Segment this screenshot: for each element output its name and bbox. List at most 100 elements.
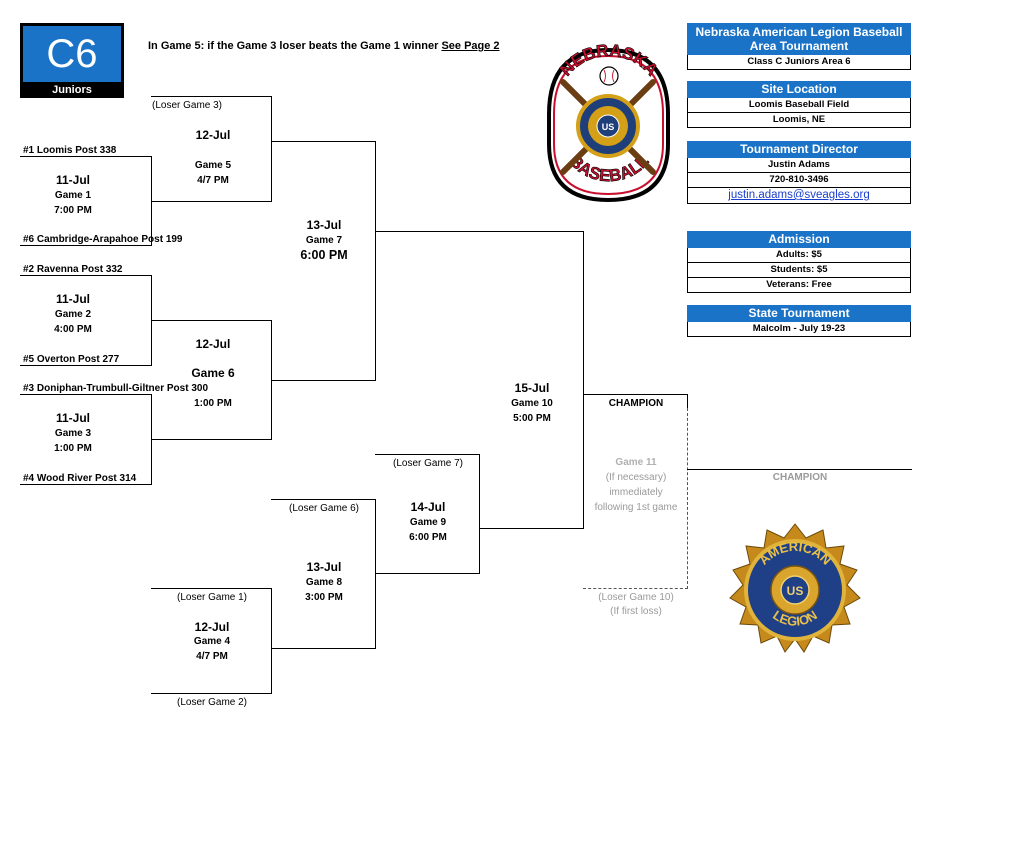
tournament-title-2: Area Tournament [749,39,849,53]
game2-date: 11-Jul [55,292,91,306]
game6-name: Game 6 [191,366,235,380]
class-badge: C6 Juniors [20,23,124,98]
line-final-champion [687,469,912,470]
game4-date: 12-Jul [194,620,230,634]
line-g7-v [375,141,376,380]
game9-name: Game 9 [409,517,447,528]
american-legion-emblem: AMERICAN LEGION US [726,522,864,658]
state-detail: Malcolm - July 19-23 [687,322,911,337]
line-team2 [20,275,152,276]
emblem-center-text: US [787,584,804,598]
line-g9-top [375,454,480,455]
see-page-link[interactable]: See Page 2 [441,40,500,52]
game7-date: 13-Jul [306,218,342,232]
final-champion-label: CHAMPION [772,472,828,483]
team-1: #1 Loomis Post 338 [23,145,117,156]
game5-source: (Loser Game 3) [151,100,223,111]
site-location: Site Location Loomis Baseball Field Loom… [687,81,911,128]
line-g11-v-solid [687,394,688,408]
admission-info: Admission Adults: $5 Students: $5 Vetera… [687,231,911,293]
logo-center-text: US [602,122,615,132]
game1-date: 11-Jul [55,173,91,187]
game10-time: 5:00 PM [513,413,551,424]
line-g11-top [583,394,688,395]
line-g11-bottom-dashed [583,588,688,589]
line-g4-v [271,588,272,693]
team-4: #4 Wood River Post 314 [23,473,137,484]
team-2: #2 Ravenna Post 332 [23,264,123,275]
line-team4 [20,484,152,485]
emblem-bottom-text: LEGION [770,607,820,629]
game4-name: Game 4 [193,636,231,647]
champion-label: CHAMPION [608,398,664,409]
line-g6-top [151,320,272,321]
director-phone: 720-810-3496 [687,173,911,188]
line-g10-bottom [479,528,584,529]
game8-source: (Loser Game 6) [288,503,360,514]
line-g5-top [151,96,272,97]
nebraska-baseball-logo: NEBRASKA BASEBALL US [541,40,676,204]
game5-date: 12-Jul [195,128,231,142]
tournament-info: Nebraska American Legion Baseball Area T… [687,23,911,70]
class-label: Juniors [52,84,92,96]
game9-time: 6:00 PM [409,532,447,543]
admission-header: Admission [687,231,911,248]
site-city: Loomis, NE [687,113,911,128]
line-g8-bottom [271,648,376,649]
game11-name: Game 11 [615,457,657,468]
line-g10-v [583,231,584,528]
line-g9-bottom [375,573,480,574]
state-header: State Tournament [687,305,911,322]
line-g6-v [271,320,272,439]
line-g6-bottom [151,439,272,440]
game5-time: 4/7 PM [197,175,229,186]
svg-text:LEGION: LEGION [770,607,820,629]
game11-line1: (If necessary) [605,472,667,483]
game11-line2: immediately [609,487,663,498]
game11-line3: following 1st game [594,502,678,513]
line-g7-top [271,141,376,142]
director-name: Justin Adams [687,158,911,173]
game10-name: Game 10 [511,398,553,409]
director-email-link[interactable]: justin.adams@sveagles.org [728,189,870,201]
game6-time: 1:00 PM [194,398,232,409]
line-g5-bottom [151,201,272,202]
line-g8-top [271,499,376,500]
tournament-title-1: Nebraska American Legion Baseball [695,25,903,39]
line-team6 [20,245,152,246]
line-game1-v [151,156,152,245]
line-g4-bottom [151,693,272,694]
line-team5 [20,365,152,366]
team-5: #5 Overton Post 277 [23,354,120,365]
team-3: #3 Doniphan-Trumbull-Giltner Post 300 [23,383,209,394]
game8-name: Game 8 [305,577,343,588]
game4-time: 4/7 PM [196,651,228,662]
game4-source-bottom: (Loser Game 2) [176,697,248,708]
director-header: Tournament Director [687,141,911,158]
game7-time: 6:00 PM [300,248,348,262]
game5-note: In Game 5: if the Game 3 loser beats the… [148,40,506,52]
game3-time: 1:00 PM [54,443,92,454]
game9-date: 14-Jul [410,500,446,514]
game7-name: Game 7 [305,235,343,246]
admission-students: Students: $5 [687,263,911,278]
game11-source: (Loser Game 10) [598,592,674,603]
game10-date: 15-Jul [514,381,550,395]
game1-time: 7:00 PM [54,205,92,216]
game11-source-note: (If first loss) [610,606,662,617]
admission-adults: Adults: $5 [687,248,911,263]
state-tournament: State Tournament Malcolm - July 19-23 [687,305,911,337]
game5-note-text: In Game 5: if the Game 3 loser beats the… [148,40,442,52]
game4-source-top: (Loser Game 1) [176,592,248,603]
class-code: C6 [23,26,121,82]
line-team1 [20,156,152,157]
line-g4-top [151,588,272,589]
line-g10-top [375,231,584,232]
line-g7-bottom [271,380,376,381]
game5-name: Game 5 [194,160,232,171]
tournament-director: Tournament Director Justin Adams 720-810… [687,141,911,204]
game1-name: Game 1 [54,190,92,201]
site-header: Site Location [687,81,911,98]
admission-veterans: Veterans: Free [687,278,911,293]
line-team3 [20,394,152,395]
